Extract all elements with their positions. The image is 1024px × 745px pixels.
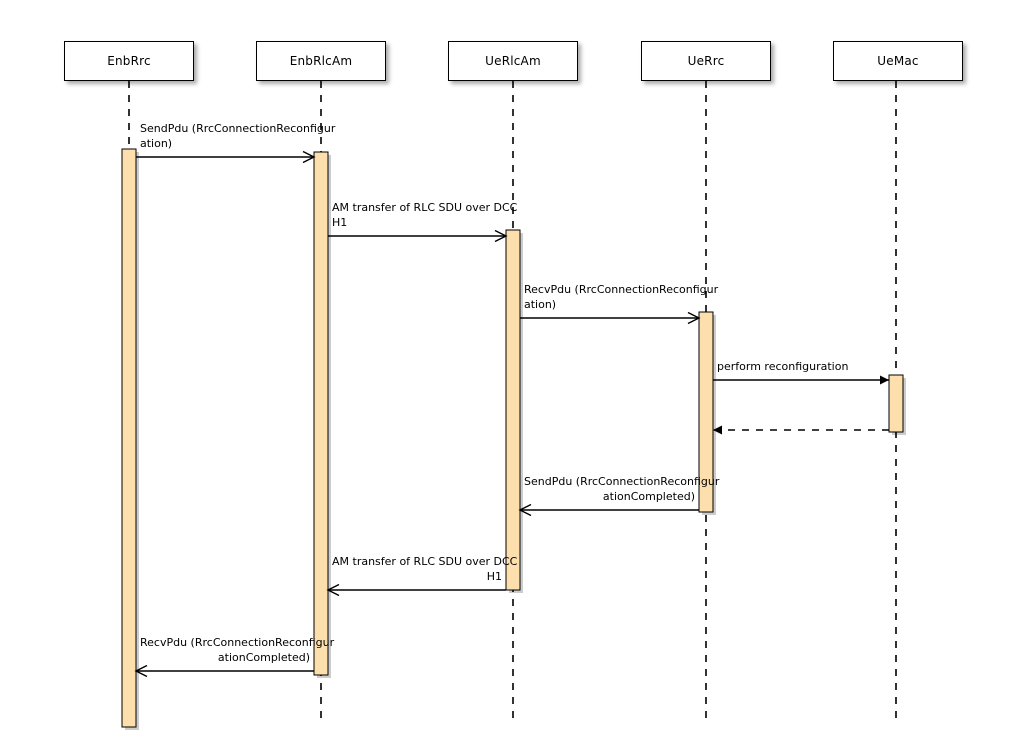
message-label-m8: RecvPdu (RrcConnectionReconfigur ationCo… xyxy=(140,636,335,664)
participant-enbrlcam[interactable]: EnbRlcAm xyxy=(256,41,386,81)
arrowhead-open-m1 xyxy=(302,150,316,164)
message-label-m1: SendPdu (RrcConnectionReconfigur ation) xyxy=(140,122,336,150)
participant-label: EnbRlcAm xyxy=(289,54,353,68)
activation-bar-uerlcam xyxy=(505,229,521,591)
message-label-m2: AM transfer of RLC SDU over DCC H1 xyxy=(332,201,518,229)
message-label-m6: SendPdu (RrcConnectionReconfigur ationCo… xyxy=(524,475,720,503)
activation-bar-enbrrc xyxy=(121,148,137,728)
participant-label: UeMac xyxy=(877,54,919,68)
message-label-m4: perform reconfiguration xyxy=(717,360,849,373)
message-m1 xyxy=(136,150,316,164)
message-m3 xyxy=(520,311,701,325)
arrowhead-open-m6 xyxy=(518,503,532,517)
message-m7 xyxy=(326,583,506,597)
message-m5 xyxy=(713,425,889,435)
arrowhead-open-m3 xyxy=(687,311,701,325)
arrowhead-open-m8 xyxy=(134,664,148,678)
participant-enbrrc[interactable]: EnbRrc xyxy=(64,41,194,81)
message-label-m3: RecvPdu (RrcConnectionReconfigur ation) xyxy=(524,283,719,311)
participant-uerlcam[interactable]: UeRlcAm xyxy=(448,41,578,81)
activation-bar-enbrlcam xyxy=(313,151,329,676)
message-m6 xyxy=(518,503,699,517)
message-m2 xyxy=(328,229,508,243)
arrowhead-open-m7 xyxy=(326,583,340,597)
arrowhead-filled-m5 xyxy=(713,425,722,435)
activation-bar-uerrc xyxy=(698,311,714,513)
participant-uemac[interactable]: UeMac xyxy=(833,41,963,81)
message-label-m7: AM transfer of RLC SDU over DCC H1 xyxy=(332,555,518,583)
participant-label: UeRrc xyxy=(687,54,725,68)
participant-uerrc[interactable]: UeRrc xyxy=(641,41,771,81)
participant-label: UeRlcAm xyxy=(485,54,541,68)
arrowhead-filled-m4 xyxy=(880,375,889,385)
message-m8 xyxy=(134,664,314,678)
activation-bar-uemac xyxy=(888,374,904,433)
message-m4 xyxy=(713,375,889,385)
arrowhead-open-m2 xyxy=(494,229,508,243)
participant-label: EnbRrc xyxy=(107,54,151,68)
